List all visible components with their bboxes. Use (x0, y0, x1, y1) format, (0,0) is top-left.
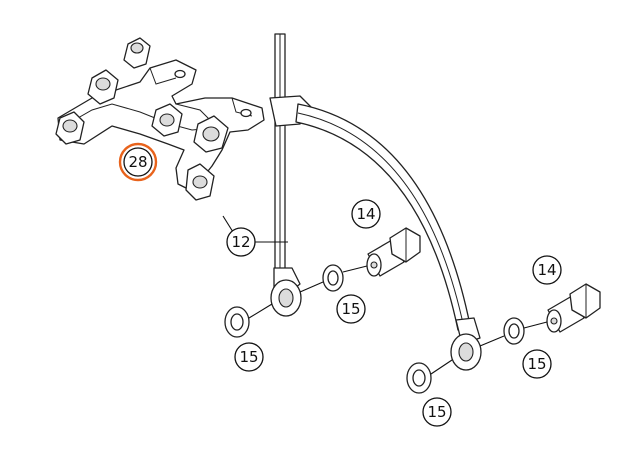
callout-15-left-outer: 15 (234, 342, 264, 372)
washer-left-outer (224, 306, 250, 338)
callout-12-label: 12 (231, 233, 250, 251)
callout-15-right-inner: 15 (522, 349, 552, 379)
banjo-fitting-right (450, 317, 482, 371)
callout-12: 12 (226, 227, 256, 257)
callout-14-left-label: 14 (356, 205, 375, 223)
callout-14-left: 14 (351, 199, 381, 229)
assembly-axis-lines (248, 265, 548, 375)
washer-left-inner (322, 264, 344, 292)
banjo-bolt-right (546, 283, 601, 333)
callout-15-left-inner-label: 15 (341, 300, 360, 318)
banjo-fitting-left (270, 267, 302, 317)
brake-hose-bracket (55, 37, 265, 201)
callout-14-right-label: 14 (537, 261, 556, 279)
callout-15-left-outer-label: 15 (239, 348, 258, 366)
callout-15-right-outer-label: 15 (427, 403, 446, 421)
brake-pipe-assembly (269, 33, 482, 371)
callout-15-left-inner: 15 (336, 294, 366, 324)
bracket-clip-1 (123, 37, 151, 69)
callout-14-right: 14 (532, 255, 562, 285)
callout-15-right-outer: 15 (422, 397, 452, 427)
callout-15-right-inner-label: 15 (527, 355, 546, 373)
callout-28-label: 28 (128, 153, 147, 171)
bracket-clip-6 (185, 163, 215, 201)
bracket-clip-2 (87, 69, 119, 105)
bracket-clip-4 (151, 103, 183, 137)
banjo-bolt-left (366, 227, 421, 277)
washer-right-inner (503, 317, 525, 345)
washer-right-outer (406, 362, 432, 394)
callout-28: 28 (118, 142, 158, 182)
bracket-clip-5 (193, 115, 229, 153)
bracket-clip-3 (55, 111, 85, 145)
